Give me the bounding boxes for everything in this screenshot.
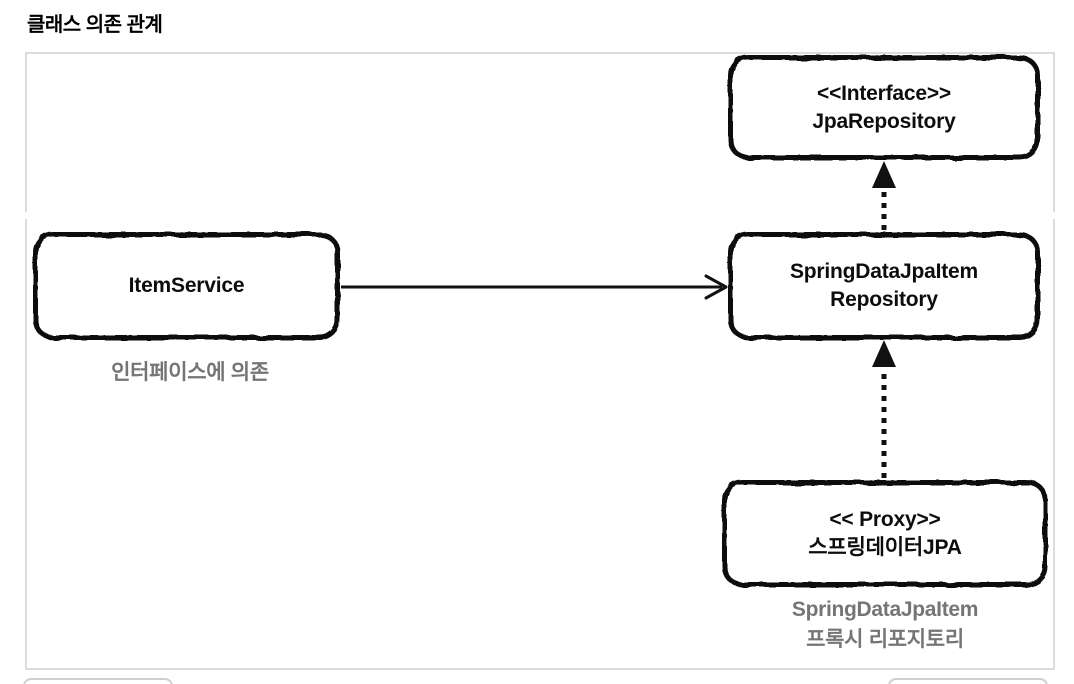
node-itemservice: ItemService (33, 232, 340, 340)
frame-border-gap-right (1052, 212, 1056, 219)
node-proxy-name: 스프링데이터JPA (808, 535, 962, 559)
node-jparepository: <<Interface>> JpaRepository (728, 55, 1040, 160)
node-proxy: << Proxy>> 스프링데이터JPA (722, 480, 1048, 587)
page-title: 클래스 의존 관계 (27, 14, 163, 36)
node-jparepository-name: JpaRepository (812, 109, 956, 133)
caption-itemservice-depends-on-interface: 인터페이스에 의존 (111, 361, 269, 384)
node-springdatajpaitemrepository-border (728, 232, 1040, 340)
node-itemservice-name: ItemService (128, 274, 245, 297)
bottom-right-button-partial[interactable] (888, 678, 1048, 684)
caption-proxy-repository-line1: SpringDataJpaItem (791, 598, 979, 621)
node-springdatajpaitemrepository-name-line2: Repository (830, 288, 938, 311)
node-proxy-border (722, 480, 1048, 587)
node-jparepository-border (728, 55, 1040, 160)
caption-proxy-repository-line2: 프록시 리포지토리 (806, 628, 964, 651)
node-itemservice-border (33, 232, 340, 340)
node-proxy-stereotype: << Proxy>> (829, 507, 941, 531)
bottom-left-button-partial[interactable] (23, 678, 173, 684)
node-springdatajpaitemrepository-name-line1: SpringDataJpaItem (790, 260, 978, 283)
node-springdatajpaitemrepository: SpringDataJpaItem Repository (728, 232, 1040, 340)
node-jparepository-stereotype: <<Interface>> (817, 81, 951, 105)
caption-proxy-repository: SpringDataJpaItem 프록시 리포지토리 (724, 595, 1046, 655)
frame-border-gap-left (24, 212, 28, 219)
